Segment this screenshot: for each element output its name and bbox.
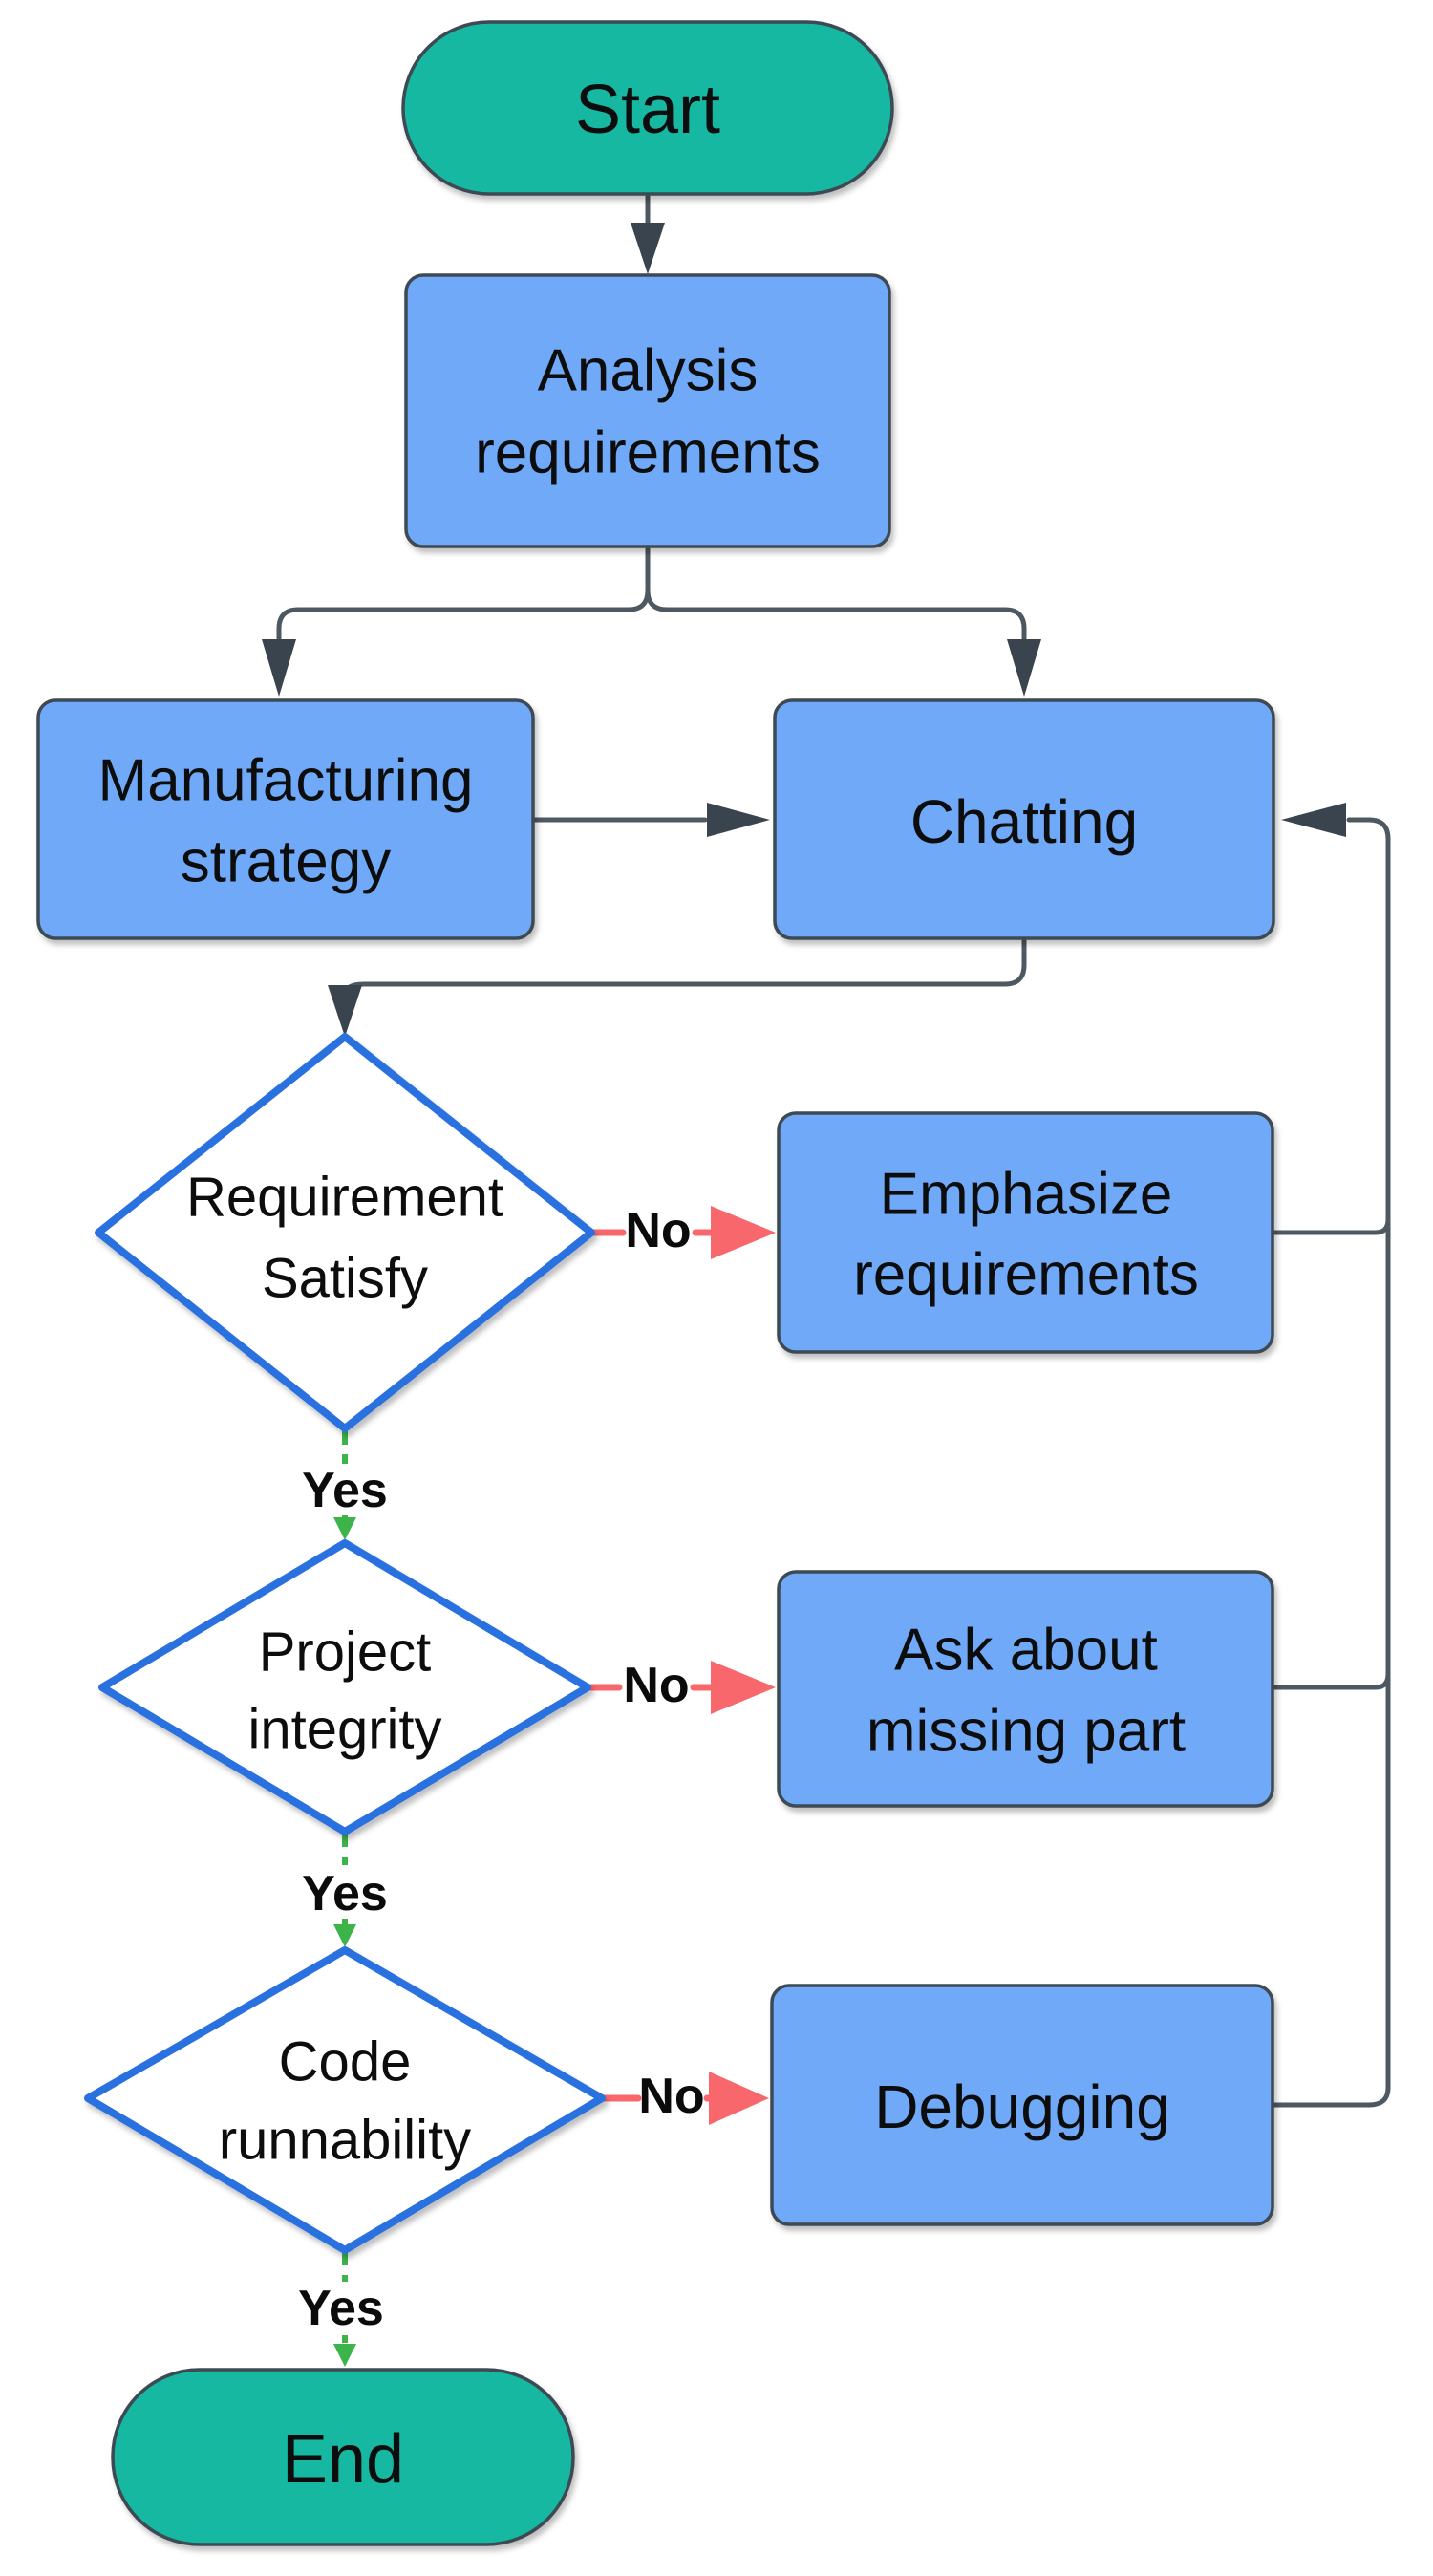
edge-label-no2: No xyxy=(623,1658,689,1713)
edge-analysis-to-chatting xyxy=(664,607,1027,641)
arrowhead-start-to-analysis xyxy=(631,223,665,274)
arrowhead-no1 xyxy=(711,1206,776,1259)
arrowhead-loop-to-chatting xyxy=(1281,803,1346,837)
ask-label-line1: Ask about xyxy=(894,1618,1158,1684)
requirement-label-line1: Requirement xyxy=(186,1167,503,1229)
analysis-label-line1: Analysis xyxy=(538,338,759,404)
emphasize-label-line1: Emphasize xyxy=(880,1162,1173,1228)
arrowhead-to-manufacturing xyxy=(262,639,296,697)
arrowhead-yes2 xyxy=(333,1924,356,1947)
edge-label-yes3: Yes xyxy=(298,2281,384,2336)
arrowhead-no3 xyxy=(709,2072,769,2125)
code-label-line1: Code xyxy=(279,2031,412,2093)
node-manufacturing-strategy: Manufacturing strategy xyxy=(36,698,535,940)
node-requirement-satisfy: Requirement Satisfy xyxy=(95,1033,595,1432)
edge-emphasize-to-loop xyxy=(1270,1216,1391,1235)
connector-layer xyxy=(262,193,1391,2367)
edge-label-yes2: Yes xyxy=(302,1866,388,1921)
end-label: End xyxy=(282,2421,404,2498)
code-label-line2: runnability xyxy=(219,2110,471,2172)
project-label-line2: integrity xyxy=(247,1699,441,1761)
manufacturing-process-shape xyxy=(36,698,535,940)
node-chatting: Chatting xyxy=(773,698,1275,940)
debugging-label: Debugging xyxy=(874,2072,1170,2141)
edge-analysis-to-manufacturing xyxy=(276,607,631,641)
start-label: Start xyxy=(575,72,720,148)
arrowhead-chatting-to-requirement xyxy=(328,985,362,1037)
chatting-label: Chatting xyxy=(910,787,1138,856)
node-ask-missing-part: Ask about missing part xyxy=(777,1570,1274,1808)
emphasize-process-shape xyxy=(777,1111,1274,1354)
requirement-decision-shape xyxy=(95,1033,595,1432)
node-start: Start xyxy=(401,20,894,196)
project-label-line1: Project xyxy=(259,1621,432,1684)
arrowhead-manufacturing-to-chatting xyxy=(707,803,770,837)
edge-label-layer: No No No Yes Yes Yes xyxy=(298,1203,704,2336)
manufacturing-label-line1: Manufacturing xyxy=(98,748,474,814)
edge-label-no1: No xyxy=(625,1203,691,1258)
analysis-label-line2: requirements xyxy=(475,420,821,486)
node-emphasize-requirements: Emphasize requirements xyxy=(777,1111,1274,1354)
edge-label-no3: No xyxy=(638,2069,704,2124)
arrowhead-yes3 xyxy=(333,2344,356,2367)
end-terminator-shape xyxy=(111,2368,575,2546)
ask-process-shape xyxy=(777,1570,1274,1808)
debugging-process-shape xyxy=(770,1984,1274,2226)
arrowhead-yes1 xyxy=(333,1517,356,1540)
arrowhead-no2 xyxy=(711,1661,776,1714)
edge-debugging-to-loop xyxy=(1270,2085,1391,2108)
project-decision-shape xyxy=(98,1539,591,1835)
edge-ask-to-loop xyxy=(1270,1671,1391,1690)
start-terminator-shape xyxy=(401,20,894,196)
edge-analysis-fillet-right xyxy=(645,588,670,612)
node-end: End xyxy=(111,2368,575,2546)
node-project-integrity: Project integrity xyxy=(98,1539,591,1835)
node-analysis-requirements: Analysis requirements xyxy=(404,273,891,548)
edge-label-yes1: Yes xyxy=(302,1463,388,1518)
analysis-process-shape xyxy=(404,273,891,548)
manufacturing-label-line2: strategy xyxy=(181,829,392,895)
node-code-runnability: Code runnability xyxy=(84,1946,606,2254)
code-decision-shape xyxy=(84,1946,606,2254)
edge-loop-to-chatting xyxy=(1346,817,1391,2091)
requirement-label-line2: Satisfy xyxy=(262,1248,428,1310)
arrowhead-to-chatting-top xyxy=(1007,639,1041,697)
ask-label-line2: missing part xyxy=(866,1699,1186,1765)
chatting-process-shape xyxy=(773,698,1275,940)
emphasize-label-line2: requirements xyxy=(853,1242,1199,1308)
node-debugging: Debugging xyxy=(770,1984,1274,2226)
